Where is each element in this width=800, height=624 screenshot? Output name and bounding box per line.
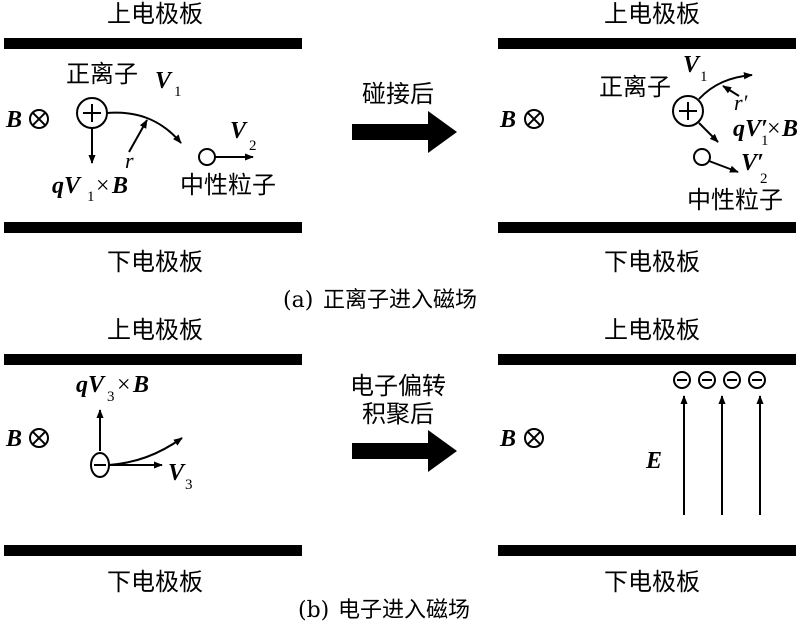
lorentz-force-label: qV 3 × B: [76, 372, 149, 405]
caption-b: (b) 电子进入磁场: [298, 598, 470, 623]
neutral-particle-label: 中性粒子: [180, 171, 276, 199]
svg-text:×: ×: [96, 173, 110, 199]
bottom-electrode-plate: [498, 222, 796, 233]
transition-b: 电子偏转 积聚后: [350, 372, 457, 472]
lorentz-force-arrow: [698, 122, 719, 143]
neutral-particle: [693, 148, 711, 166]
svg-text:B: B: [781, 116, 798, 142]
circled-times-icon: [524, 428, 544, 448]
transition-a: 碰接后: [352, 80, 457, 153]
circled-times-icon: [524, 109, 544, 129]
electron: [698, 371, 716, 389]
bottom-electrode-plate: [498, 545, 796, 556]
velocity-v1-label: V: [683, 52, 701, 78]
transition-b-label-line2: 积聚后: [362, 400, 434, 428]
top-plate-label: 上电极板: [604, 316, 700, 344]
radius-arrow: [722, 85, 740, 97]
panel-b-right: 上电极板 B: [498, 316, 796, 596]
top-plate-label: 上电极板: [604, 0, 700, 28]
top-electrode-plate: [498, 354, 796, 365]
velocity-v1-label: V: [155, 68, 173, 94]
neutral-particle-label: 中性粒子: [687, 186, 783, 214]
bottom-electrode-plate: [4, 222, 302, 233]
caption-a: (a) 正离子进入磁场: [283, 288, 477, 313]
svg-text:B: B: [132, 372, 149, 398]
radius-label: r: [125, 148, 134, 173]
positive-ion-label: 正离子: [599, 73, 671, 101]
bottom-plate-label: 下电极板: [107, 248, 203, 276]
top-electrode-plate: [4, 38, 302, 49]
bottom-plate-label: 下电极板: [604, 568, 700, 596]
neutral-velocity-arrow: [708, 160, 739, 173]
b-field-symbol: B: [5, 426, 22, 452]
panel-b-left: 上电极板 qV 3 × B B V 3 下电极板: [4, 316, 302, 596]
velocity-v3-subscript: 3: [185, 477, 193, 493]
svg-text:×: ×: [117, 372, 131, 398]
caption-a-text: 正离子进入磁场: [323, 288, 477, 313]
accumulated-electrons: [673, 371, 766, 389]
electron: [90, 452, 110, 478]
bottom-electrode-plate: [4, 545, 302, 556]
positive-ion: [672, 95, 704, 127]
electron: [723, 371, 741, 389]
panel-a-right: 上电极板 B 正离子 V 1 r′ qV′ 1 × B V′ 2 中性: [498, 0, 798, 276]
svg-text:3: 3: [107, 389, 115, 405]
transition-a-label: 碰接后: [362, 80, 434, 108]
velocity-v2-label: V′: [741, 150, 764, 176]
caption-b-text: 电子进入磁场: [338, 598, 470, 623]
velocity-v2-label: V: [230, 118, 248, 144]
right-arrow-icon: [352, 111, 457, 153]
velocity-v1-subscript: 1: [174, 84, 182, 100]
svg-text:×: ×: [767, 116, 781, 142]
neutral-particle: [198, 148, 216, 166]
circled-times-icon: [29, 428, 49, 448]
ion-trajectory-arrow: [106, 111, 182, 144]
electron-trajectory-arrow: [108, 437, 183, 466]
lorentz-force-label: qV′ 1 × B: [733, 116, 798, 149]
velocity-v1-subscript: 1: [700, 69, 708, 85]
circled-times-icon: [29, 109, 49, 129]
svg-text:qV: qV: [76, 372, 106, 398]
svg-text:1: 1: [87, 189, 95, 205]
electron: [673, 371, 691, 389]
electric-field-label: E: [645, 448, 662, 474]
b-field-symbol: B: [499, 426, 516, 452]
bottom-plate-label: 下电极板: [604, 248, 700, 276]
b-field-symbol: B: [499, 107, 516, 133]
ion-upward-velocity-arrow: [698, 72, 753, 100]
svg-text:qV: qV: [52, 173, 82, 199]
velocity-v2-subscript: 2: [760, 171, 768, 187]
electric-field-lines: [680, 395, 764, 515]
top-electrode-plate: [4, 354, 302, 365]
svg-text:1: 1: [761, 133, 769, 149]
lorentz-force-label: qV 1 × B: [52, 173, 128, 205]
caption-b-prefix: (b): [298, 598, 329, 623]
b-field-symbol: B: [5, 107, 22, 133]
right-arrow-icon: [352, 430, 457, 472]
velocity-v2-subscript: 2: [249, 138, 257, 154]
radius-label: r′: [734, 90, 749, 115]
electron: [748, 371, 766, 389]
caption-a-prefix: (a): [283, 288, 313, 313]
transition-b-label-line1: 电子偏转: [350, 372, 446, 400]
svg-text:qV′: qV′: [733, 116, 768, 142]
svg-text:B: B: [111, 173, 128, 199]
bottom-plate-label: 下电极板: [107, 568, 203, 596]
top-electrode-plate: [498, 38, 796, 49]
radius-arrow: [128, 119, 148, 153]
top-plate-label: 上电极板: [107, 0, 203, 28]
positive-ion: [76, 97, 108, 129]
panel-a-left: 上电极板 正离子 B V 1 r qV 1 × B V 2 中性粒子: [4, 0, 302, 276]
velocity-v3-label: V: [168, 460, 186, 486]
positive-ion-label: 正离子: [66, 60, 138, 88]
top-plate-label: 上电极板: [107, 316, 203, 344]
